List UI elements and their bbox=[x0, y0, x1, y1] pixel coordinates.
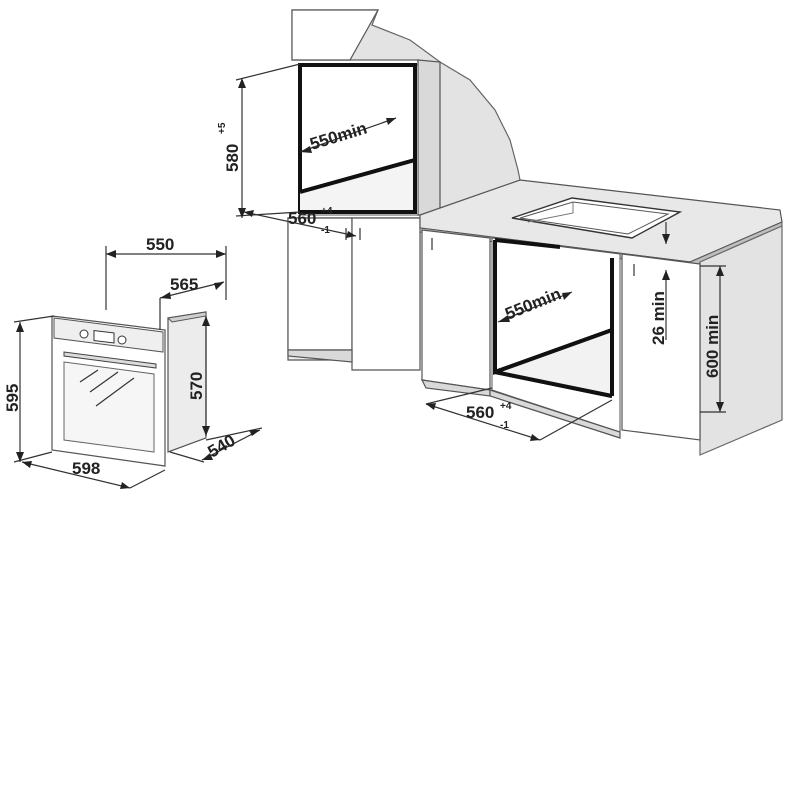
dim-600min-label: 600 min bbox=[703, 315, 722, 378]
dim-565: 565 bbox=[159, 275, 225, 330]
dim-560-counter-tol-plus: +4 bbox=[500, 401, 512, 412]
dim-598-label: 598 bbox=[72, 459, 100, 478]
dim-565-label: 565 bbox=[170, 275, 198, 294]
dim-26min-label: 26 min bbox=[649, 291, 668, 345]
dim-550: 550 bbox=[105, 235, 227, 310]
dim-600min: 600 min bbox=[700, 265, 726, 413]
dim-580-label: 580 bbox=[223, 144, 242, 172]
dim-550-label: 550 bbox=[146, 235, 174, 254]
dim-26min: 26 min bbox=[649, 222, 670, 345]
dim-560-wall-tol-plus: +4 bbox=[321, 206, 333, 217]
dim-560-counter-tol-minus: -1 bbox=[500, 420, 509, 431]
dim-560-wall-label: 560 bbox=[288, 209, 316, 228]
dim-560-counter: 560 +4 -1 bbox=[425, 387, 613, 441]
oven bbox=[51, 311, 207, 467]
wall-column bbox=[287, 9, 521, 371]
dim-580: 580 +5 bbox=[217, 63, 301, 218]
dim-598: 598 bbox=[21, 459, 166, 489]
dim-595-label: 595 bbox=[3, 384, 22, 412]
dim-580-tol: +5 bbox=[217, 122, 228, 134]
dim-560-wall: 560 +4 -1 bbox=[243, 206, 357, 238]
dim-570-label: 570 bbox=[187, 372, 206, 400]
dim-560-counter-label: 560 bbox=[466, 403, 494, 422]
dim-560-wall-tol-minus: -1 bbox=[321, 225, 330, 236]
dim-595: 595 bbox=[3, 315, 55, 463]
dim-570: 570 bbox=[187, 316, 210, 436]
